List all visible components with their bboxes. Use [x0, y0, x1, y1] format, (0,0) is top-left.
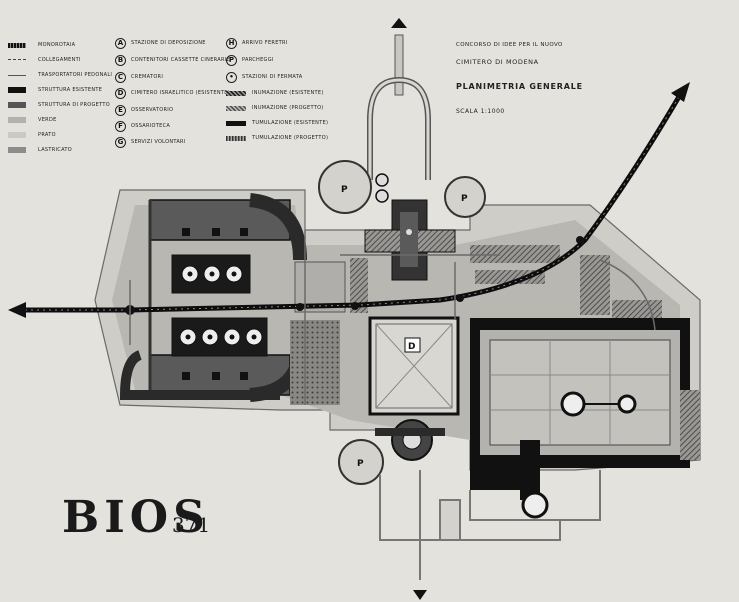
connection-paths — [129, 230, 656, 405]
legend-label: Lastricato — [38, 147, 73, 153]
legend-label: Struttura di progetto — [38, 102, 110, 108]
legend-label: Crematori — [131, 74, 164, 80]
swatch-bar — [226, 120, 246, 126]
legend-label: Arrivo feretri — [242, 40, 288, 46]
legend-label: Verde — [38, 117, 57, 123]
south-centre-building — [375, 419, 445, 461]
west-complex — [119, 193, 346, 405]
swatch-light — [8, 117, 26, 123]
marker-circle: F — [115, 120, 126, 132]
marker-circle: E — [115, 104, 126, 116]
swatch-thin — [8, 74, 26, 76]
legend-item-project-structure: Struttura di progetto — [8, 98, 110, 112]
swatch-dash — [8, 59, 26, 61]
legend-label: Monorotaia — [38, 42, 76, 48]
legend-item-P: P Parcheggi — [226, 53, 274, 67]
legend-item-G: G Servizi volontari — [115, 135, 186, 149]
svg-text:P: P — [341, 185, 348, 195]
legend-item-existing-structure: Struttura esistente — [8, 83, 102, 97]
legend-label: Stazione di deposizione — [131, 40, 206, 46]
swatch-hatch — [226, 90, 246, 96]
drawing-scale: Scala 1:1000 — [456, 108, 505, 115]
legend-label: Contenitori cassette cinerarie — [131, 57, 230, 63]
legend-item-inhumation-project: Inumazione (progetto) — [226, 101, 324, 115]
south-paths — [379, 470, 601, 580]
legend-item-lawn: Prato — [8, 128, 56, 142]
swatch-hatch — [226, 105, 246, 111]
legend-item-paving: Lastricato — [8, 143, 72, 157]
swatch-black — [8, 87, 26, 93]
marker-circle: D — [115, 87, 126, 99]
legend-item-tumulation-existing: Tumulazione (esistente) — [226, 116, 328, 130]
swatch-dark — [8, 102, 26, 108]
legend-label: Tumulazione (esistente) — [252, 120, 329, 126]
project-name: Cimitero di Modena — [456, 58, 539, 66]
swatch-pale — [8, 132, 26, 138]
legend-label: Parcheggi — [242, 57, 274, 63]
swatch-mid — [8, 147, 26, 153]
legend-item-C: C Crematori — [115, 70, 163, 84]
legend-item-A: A Stazione di deposizione — [115, 36, 206, 50]
central-station-building — [364, 199, 456, 281]
svg-text:P: P — [461, 194, 468, 204]
legend-item-connections: Collegamenti — [8, 53, 81, 67]
svg-text:D: D — [408, 342, 415, 352]
legend-item-B: B Contenitori cassette cinerarie — [115, 53, 230, 67]
legend-label: Inumazione (esistente) — [252, 90, 324, 96]
legend-label: Prato — [38, 132, 56, 138]
legend-label: Collegamenti — [38, 57, 81, 63]
legend-item-pedestrian-conveyors: Trasportatori pedonali — [8, 68, 112, 82]
marker-circle: P — [226, 54, 237, 66]
inhumation-fields — [350, 245, 700, 460]
swatch-hatch — [226, 135, 246, 141]
legend-item-green: Verde — [8, 113, 57, 127]
legend-label: Osservatorio — [131, 107, 174, 113]
motto-number: 371 — [172, 513, 211, 537]
legend-item-inhumation-existing: Inumazione (esistente) — [226, 86, 324, 100]
competition-motto: BIOS — [62, 492, 210, 543]
parking-north: P P P — [318, 160, 486, 485]
drawing-heading: Planimetria generale — [456, 82, 583, 91]
legend-label: Servizi volontari — [131, 139, 186, 145]
north-entrance — [367, 18, 431, 180]
legend-label: Cimitero israelitico (esistente) — [131, 90, 230, 96]
legend-label: Stazioni di fermata — [242, 74, 303, 80]
marker-circle: B — [115, 54, 126, 66]
legend-label: Trasportatori pedonali — [38, 72, 113, 78]
existing-monumental-cemetery — [470, 318, 690, 519]
svg-text:P: P — [357, 459, 364, 469]
swatch-hatch-dark — [8, 42, 26, 48]
legend-label: Struttura esistente — [38, 87, 103, 93]
marker-circle: A — [115, 37, 126, 49]
marker-circle: C — [115, 71, 126, 83]
marker-circle: G — [115, 136, 126, 148]
legend-item-E: E Osservatorio — [115, 103, 173, 117]
marker-circle: H — [226, 37, 237, 49]
existing-cemetery-D: D — [368, 316, 460, 416]
legend-item-tumulation-project: Tumulazione (progetto) — [226, 131, 328, 145]
legend-item-F: F Ossarioteca — [115, 119, 170, 133]
legend-item-stops: • Stazioni di fermata — [226, 70, 302, 84]
legend-label: Tumulazione (progetto) — [252, 135, 329, 141]
competition-title: Concorso di idee per il nuovo — [456, 42, 563, 48]
legend-label: Ossarioteca — [131, 123, 171, 129]
marker-circle: • — [226, 71, 237, 83]
legend-item-monorail: Monorotaia — [8, 38, 75, 52]
legend-label: Inumazione (progetto) — [252, 105, 324, 111]
legend-item-H: H Arrivo feretri — [226, 36, 288, 50]
legend-item-D: D Cimitero israelitico (esistente) — [115, 86, 230, 100]
